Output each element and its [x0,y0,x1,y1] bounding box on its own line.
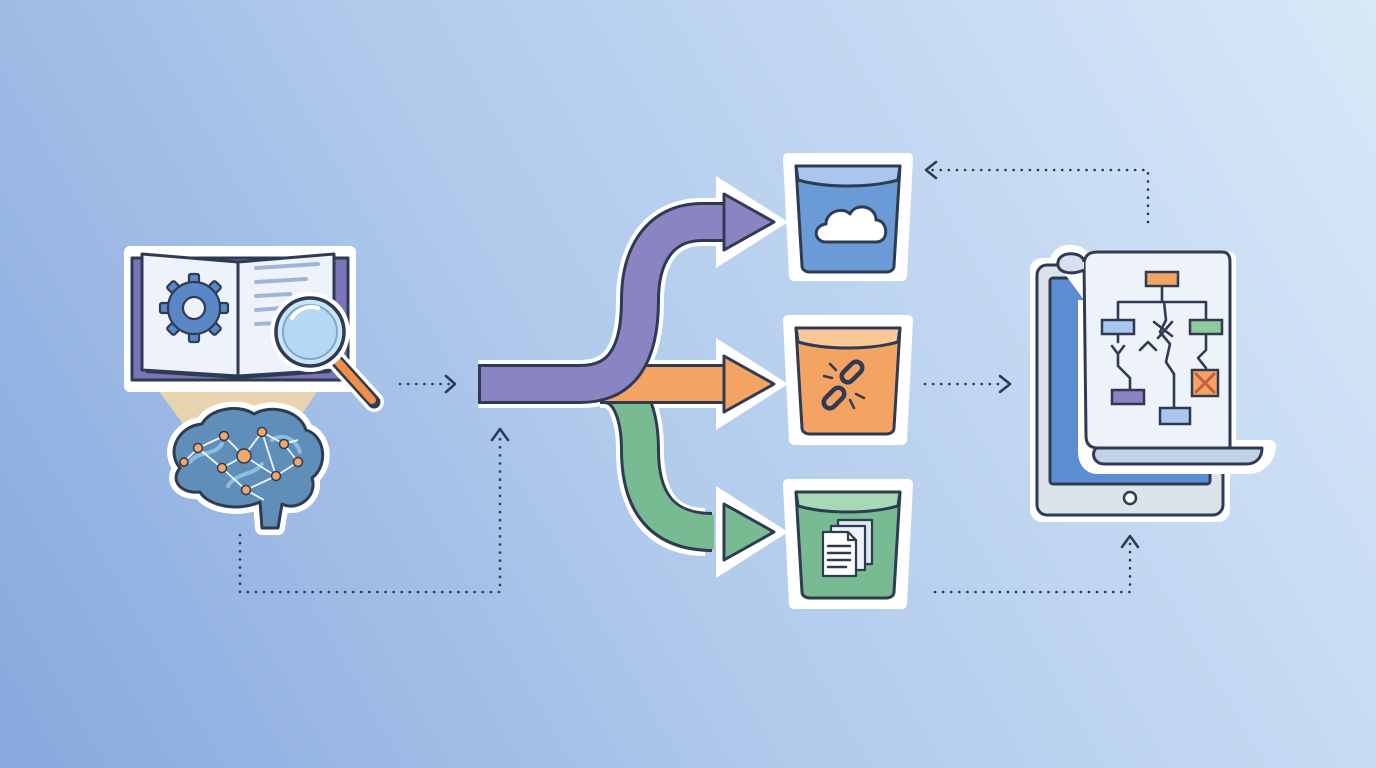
arrowhead-up-output [1120,534,1140,549]
connector-arrowheads [444,160,1140,549]
cloud-icon [814,205,888,244]
edge-output-to-cloud [930,168,1150,224]
edge-brain-to-router [238,430,502,594]
branch-arrow-purple [478,192,776,404]
dotted-connectors [238,168,1150,594]
bucket-documents-node [783,479,913,609]
bucket-link-node [783,315,913,445]
arrowhead-to-cloud [924,160,938,180]
flowchart-diagram [1110,284,1208,410]
knowledge-source-node [124,246,384,535]
brain-network-icon [167,401,330,535]
flowchart-scroll-icon [1050,245,1276,474]
magnifier-icon [270,292,384,412]
arrowhead-to-router [444,374,457,394]
edge-docs-to-output [933,538,1132,594]
router-node [478,176,788,578]
documents-icon [821,518,874,578]
bucket-cloud-node [783,153,913,281]
arrowhead-up-router [490,427,510,442]
arrowhead-to-output [998,374,1012,394]
broken-link-icon [821,359,866,411]
gear-icon [158,272,230,344]
branch-arrow-green [601,364,776,562]
error-box-icon [1190,368,1220,398]
workflow-output-node [1030,245,1276,522]
